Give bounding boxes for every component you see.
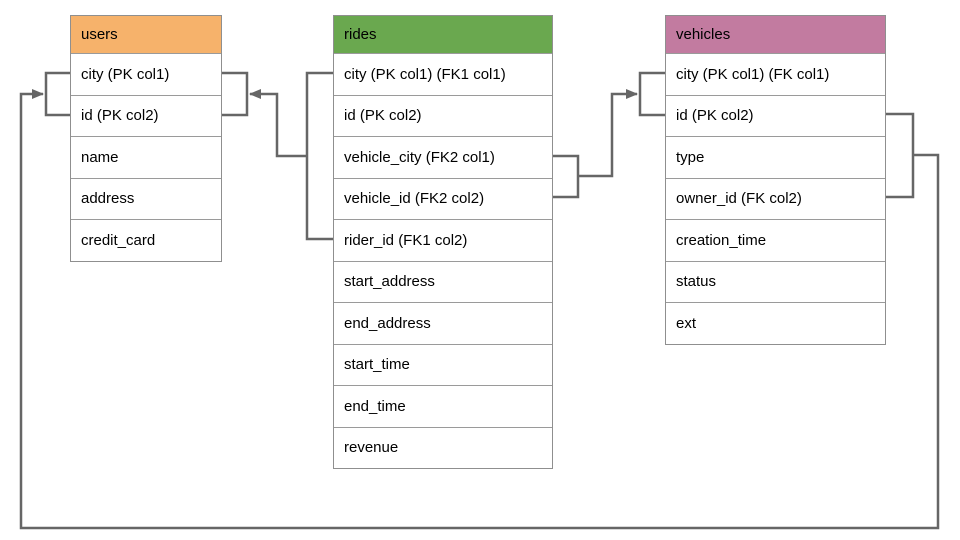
- fk2-arrow-line: [578, 89, 638, 178]
- table-row: credit_card: [71, 219, 221, 261]
- table-row: city (PK col1): [71, 53, 221, 95]
- table-row: vehicle_city (FK2 col1): [334, 136, 552, 178]
- users-left-bracket: [44, 71, 70, 117]
- fk1-arrow-line: [249, 89, 307, 158]
- table-header: users: [71, 16, 221, 53]
- fk2-rides-vehicles-connector: [553, 71, 665, 199]
- table-row: start_time: [334, 343, 552, 385]
- table-row: address: [71, 177, 221, 219]
- table-row: vehicle_id (FK2 col2): [334, 177, 552, 219]
- table-header: vehicles: [666, 16, 885, 53]
- table-row: city (PK col1) (FK1 col1): [334, 53, 552, 95]
- table-row: name: [71, 136, 221, 178]
- fk-vehicles-users-connector: [19, 71, 940, 530]
- table-header: rides: [334, 16, 552, 53]
- table-row: ext: [666, 302, 885, 344]
- table-row: end_address: [334, 302, 552, 344]
- table-row: creation_time: [666, 219, 885, 261]
- vehicles-right-bracket: [886, 112, 915, 199]
- table-row: owner_id (FK col2): [666, 177, 885, 219]
- table-row: type: [666, 136, 885, 178]
- table-row: start_address: [334, 260, 552, 302]
- table-row: id (PK col2): [334, 94, 552, 136]
- fk1-rides-users-connector: [222, 71, 333, 241]
- rides-right-bracket: [553, 154, 580, 199]
- table-row: rider_id (FK1 col2): [334, 219, 552, 261]
- table-row: city (PK col1) (FK col1): [666, 53, 885, 95]
- table-row: end_time: [334, 385, 552, 427]
- fk-vehicles-arrow-line: [19, 89, 940, 530]
- vehicles-left-bracket: [638, 71, 665, 117]
- table-row: id (PK col2): [71, 94, 221, 136]
- table-row: revenue: [334, 426, 552, 468]
- table-row: id (PK col2): [666, 94, 885, 136]
- users-right-bracket: [222, 71, 249, 117]
- table-row: status: [666, 260, 885, 302]
- rides-left-bracket: [305, 71, 333, 241]
